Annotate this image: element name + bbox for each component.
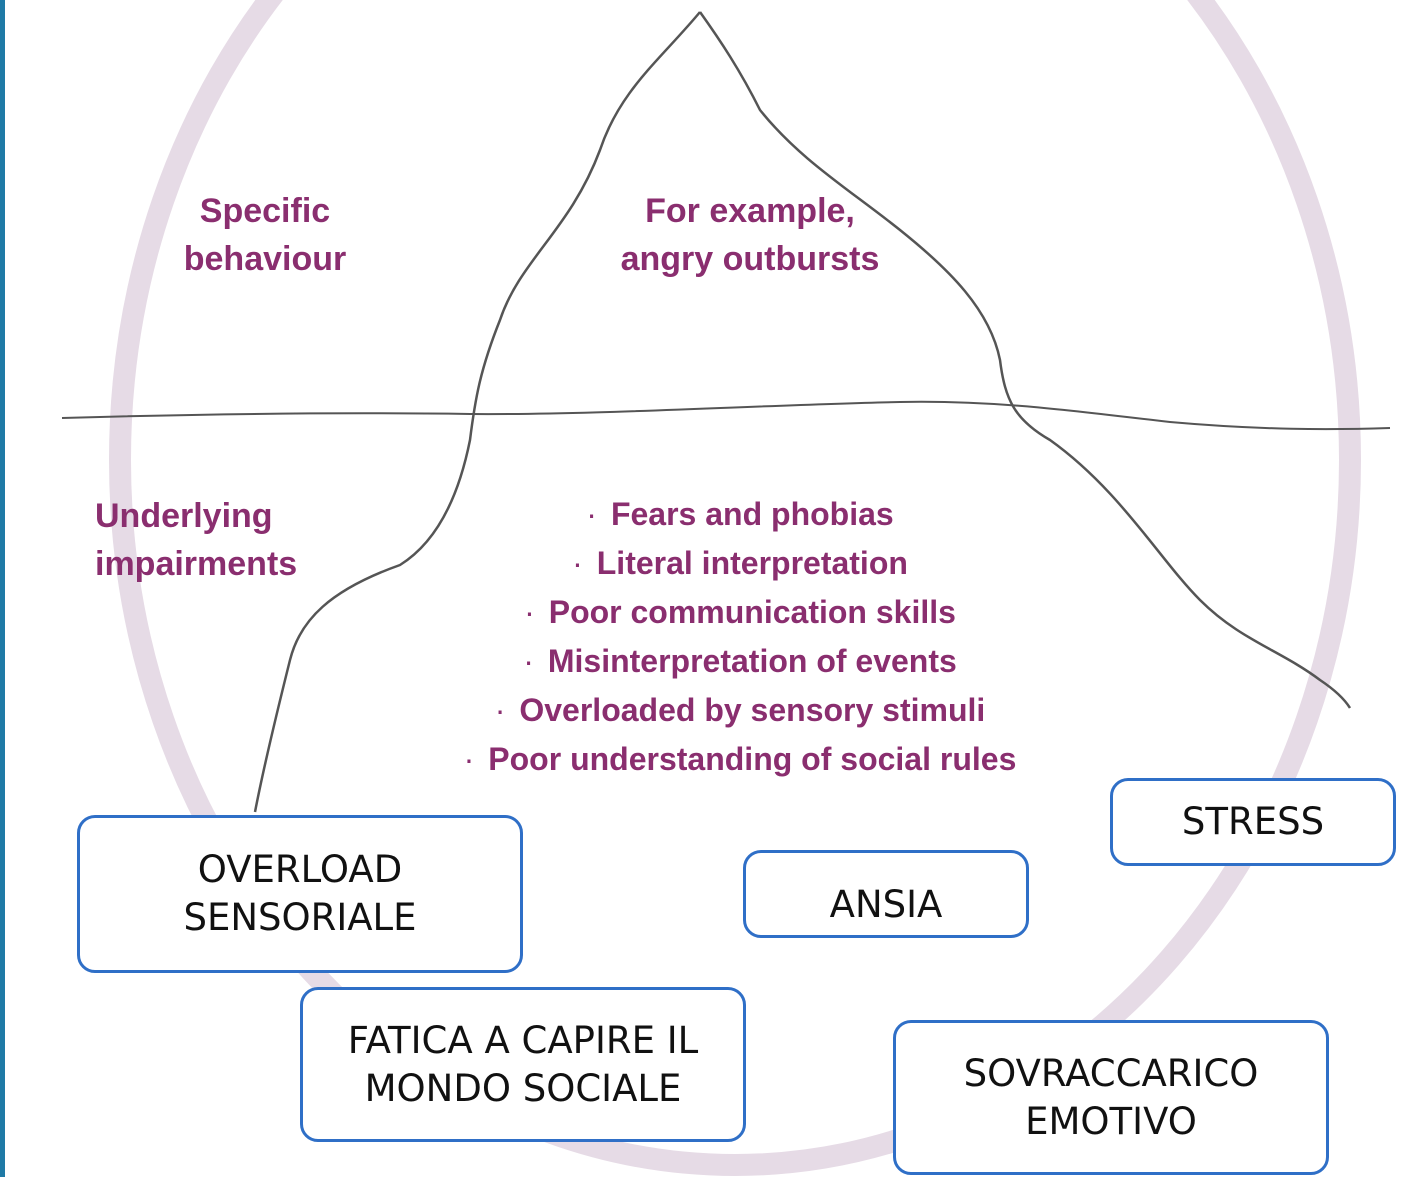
impairment-list: ·Fears and phobias ·Literal interpretati… [380, 490, 1100, 784]
impairment-item: ·Poor understanding of social rules [463, 741, 1017, 777]
bullet-icon: · [523, 643, 534, 679]
bullet-icon: · [572, 545, 583, 581]
impairment-item: ·Fears and phobias [586, 496, 894, 532]
specific-behaviour-label: Specific behaviour [183, 192, 347, 278]
impairment-item: ·Overloaded by sensory stimuli [494, 692, 986, 728]
impairment-item: ·Literal interpretation [572, 545, 908, 581]
overload-sensoriale-box: OVERLOAD SENSORIALE [77, 815, 523, 973]
background-circle [109, 0, 1361, 1176]
impairment-item: ·Misinterpretation of events [523, 643, 957, 679]
fatica-capire-box: FATICA A CAPIRE IL MONDO SOCIALE [300, 987, 746, 1142]
iceberg-outline-right [698, 11, 1352, 709]
stress-box: STRESS [1110, 778, 1396, 866]
bullet-icon: · [463, 741, 475, 777]
bullet-icon: · [524, 594, 535, 630]
underlying-impairments-label: Underlying impairments [95, 497, 298, 583]
impairment-item: ·Poor communication skills [524, 594, 956, 630]
slide-left-edge [0, 0, 5, 1177]
example-label: For example, angry outbursts [620, 192, 880, 278]
bullet-icon: · [494, 692, 506, 728]
bullet-icon: · [586, 496, 597, 532]
ansia-box: ANSIA [743, 850, 1029, 938]
iceberg-outline-left [253, 11, 701, 813]
waterline [61, 400, 1391, 431]
sovraccarico-emotivo-box: SOVRACCARICO EMOTIVO [893, 1020, 1329, 1175]
